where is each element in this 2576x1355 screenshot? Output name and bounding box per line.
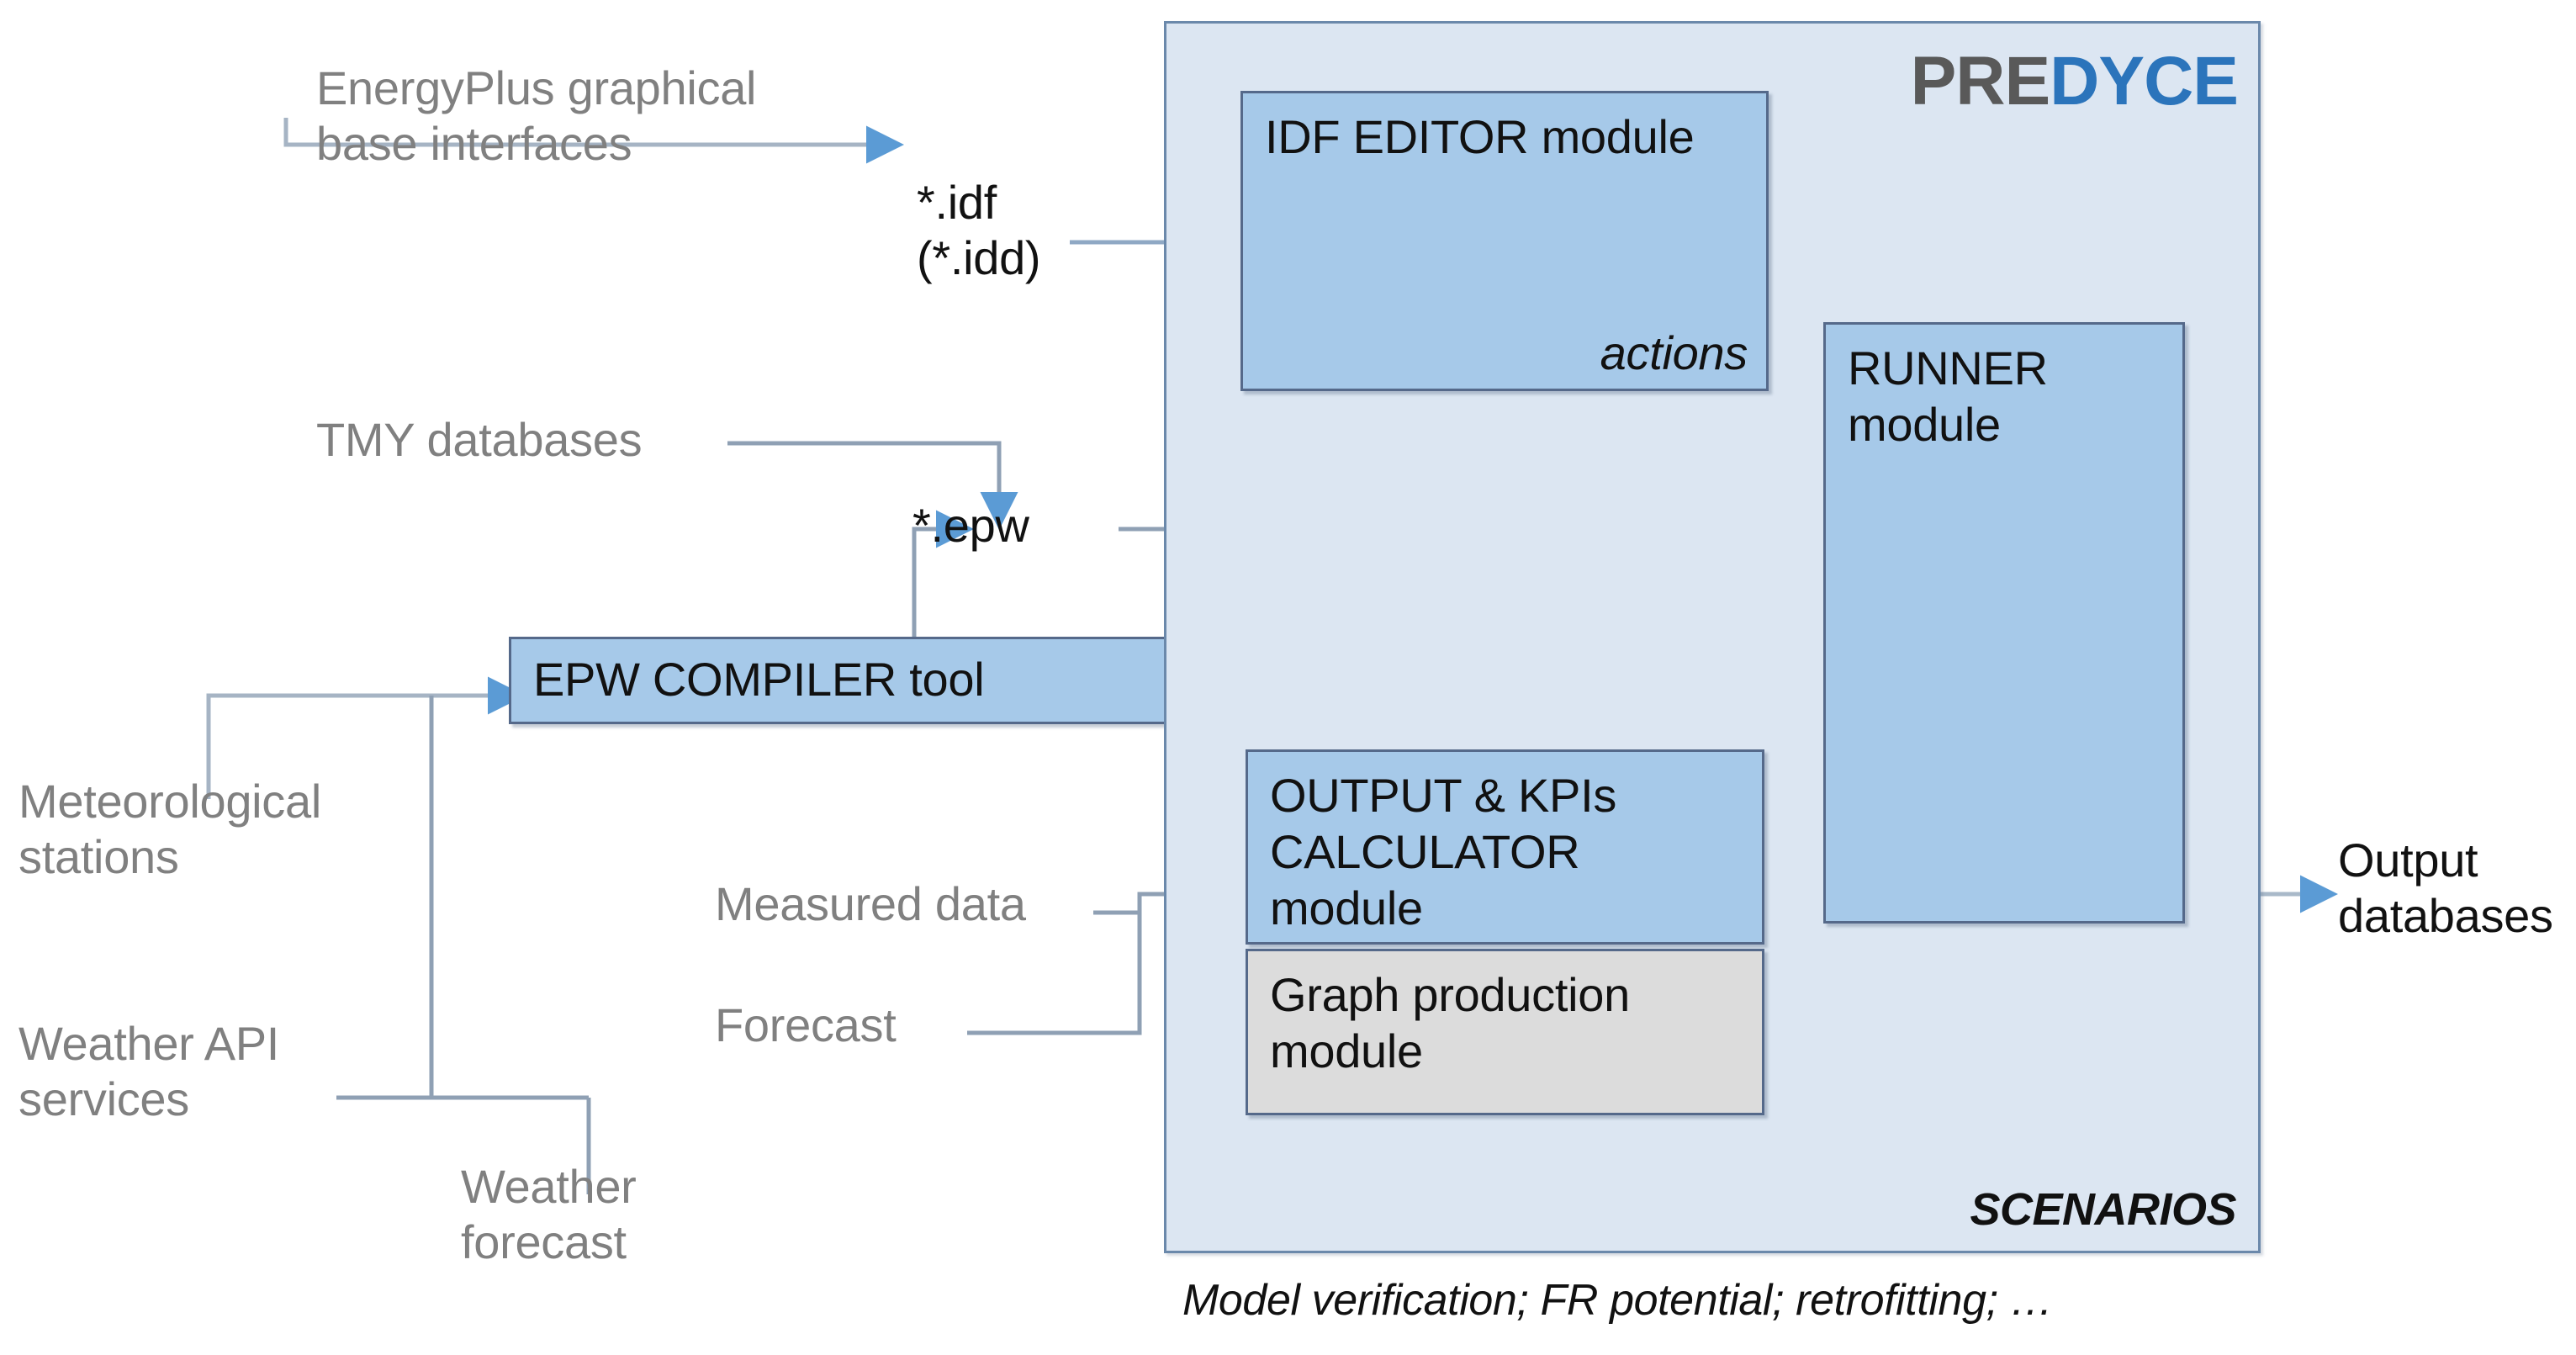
label-meteorological-stations: Meteorological stations <box>19 775 321 884</box>
label-measured-data: Measured data <box>715 877 1026 930</box>
label-tmy-databases: TMY databases <box>316 413 643 466</box>
module-idf-editor-note: actions <box>1600 326 1748 379</box>
predyce-logo-part2: DYCE <box>2050 43 2239 119</box>
module-runner[interactable]: RUNNER module <box>1823 322 2185 924</box>
module-graph-production-label: Graph production module <box>1270 968 1630 1078</box>
predyce-logo-part1: PRE <box>1910 43 2051 119</box>
module-runner-label: RUNNER module <box>1848 341 2048 452</box>
module-output-kpis-label: OUTPUT & KPIs CALCULATOR module <box>1270 769 1617 935</box>
label-file-epw: *.epw <box>912 499 1029 552</box>
flow-tmy-to-epw <box>727 441 1018 530</box>
module-epw-compiler[interactable]: EPW COMPILER tool <box>509 637 1198 724</box>
module-graph-production[interactable]: Graph production module <box>1246 949 1764 1115</box>
module-idf-editor[interactable]: IDF EDITOR module actions <box>1240 91 1769 391</box>
module-output-kpis[interactable]: OUTPUT & KPIs CALCULATOR module <box>1246 749 1764 945</box>
label-file-idf: *.idf (*.idd) <box>917 176 1041 285</box>
diagram-caption: Model verification; FR potential; retrof… <box>1182 1276 2054 1325</box>
predyce-panel: PREDYCE IDF EDITOR module actions RUNNER… <box>1164 21 2261 1253</box>
module-epw-compiler-label: EPW COMPILER tool <box>533 653 985 706</box>
module-idf-editor-label: IDF EDITOR module <box>1265 110 1695 163</box>
panel-scenarios-label: SCENARIOS <box>1970 1184 2236 1235</box>
label-weather-api-services: Weather API services <box>19 1017 280 1126</box>
label-output-databases: Output databases <box>2338 834 2553 943</box>
predyce-logo: PREDYCE <box>1911 47 2239 116</box>
label-forecast: Forecast <box>715 998 897 1051</box>
label-weather-forecast: Weather forecast <box>461 1160 637 1269</box>
label-energyplus: EnergyPlus graphical base interfaces <box>316 61 757 171</box>
